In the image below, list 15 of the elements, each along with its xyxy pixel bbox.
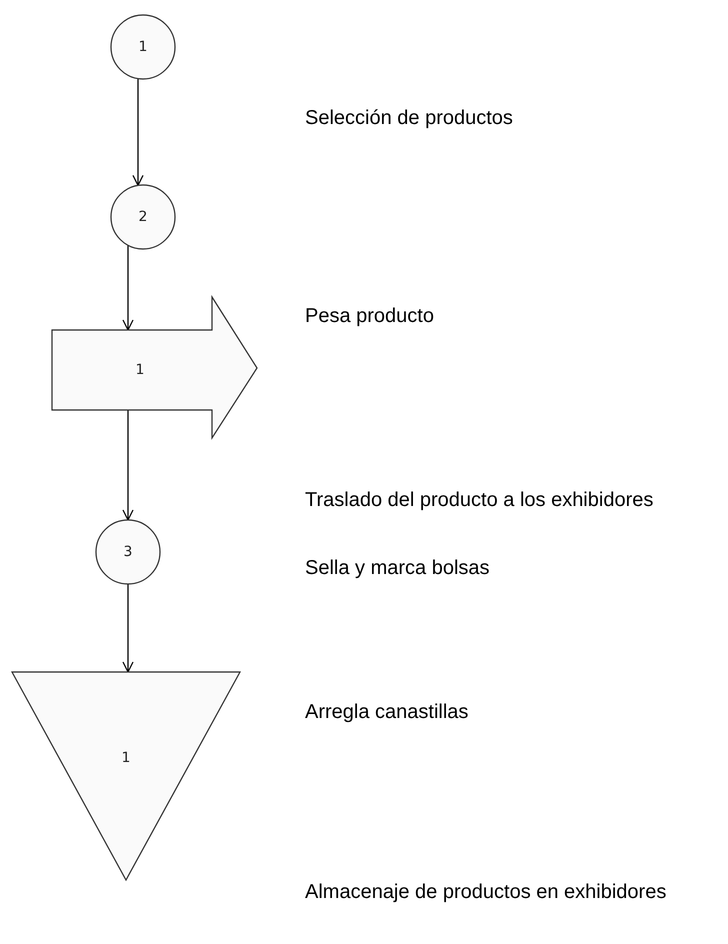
step-description: Selección de productos: [305, 106, 514, 131]
arrow: [132, 78, 144, 186]
arrow: [122, 245, 134, 331]
arrow: [122, 410, 134, 521]
step-description: Sella y marca bolsas: [305, 556, 491, 581]
step-description: Traslado del producto a los exhibidores: [305, 488, 654, 513]
step-number: 3: [124, 544, 132, 560]
step-number: 1: [136, 362, 144, 378]
step-description: Arregla canastillas: [305, 700, 470, 725]
step-number: 1: [138, 39, 148, 55]
step-description: Almacenaje de productos en exhibidores: [305, 880, 668, 905]
step-description: Pesa producto: [305, 304, 435, 329]
step-number: 2: [138, 209, 148, 225]
step-number: 1: [122, 750, 130, 766]
arrow: [122, 584, 134, 673]
